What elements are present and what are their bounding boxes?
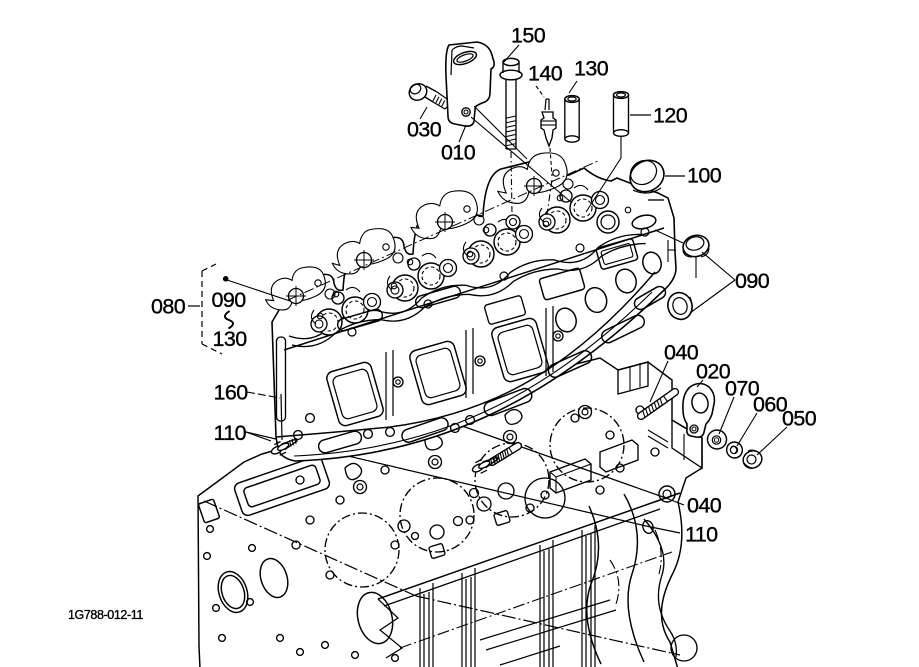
svg-text:140: 140	[528, 62, 563, 86]
svg-text:080: 080	[151, 295, 186, 319]
svg-text:110: 110	[685, 523, 718, 547]
svg-text:130: 130	[213, 327, 248, 351]
svg-text:030: 030	[407, 118, 442, 142]
svg-text:1G788-012-11: 1G788-012-11	[68, 608, 143, 622]
svg-text:150: 150	[511, 24, 546, 48]
svg-text:020: 020	[696, 360, 731, 384]
svg-text:160: 160	[214, 381, 249, 405]
svg-text:060: 060	[753, 393, 788, 417]
svg-text:100: 100	[687, 164, 722, 188]
svg-text:070: 070	[725, 377, 760, 401]
svg-text:120: 120	[653, 104, 688, 128]
svg-text:040: 040	[664, 341, 699, 365]
svg-text:050: 050	[782, 407, 817, 431]
svg-text:090: 090	[735, 269, 770, 293]
svg-text:010: 010	[441, 141, 476, 165]
svg-text:040: 040	[687, 494, 722, 518]
svg-text:090: 090	[212, 288, 247, 312]
svg-text:130: 130	[574, 57, 609, 81]
svg-text:110: 110	[214, 421, 247, 445]
